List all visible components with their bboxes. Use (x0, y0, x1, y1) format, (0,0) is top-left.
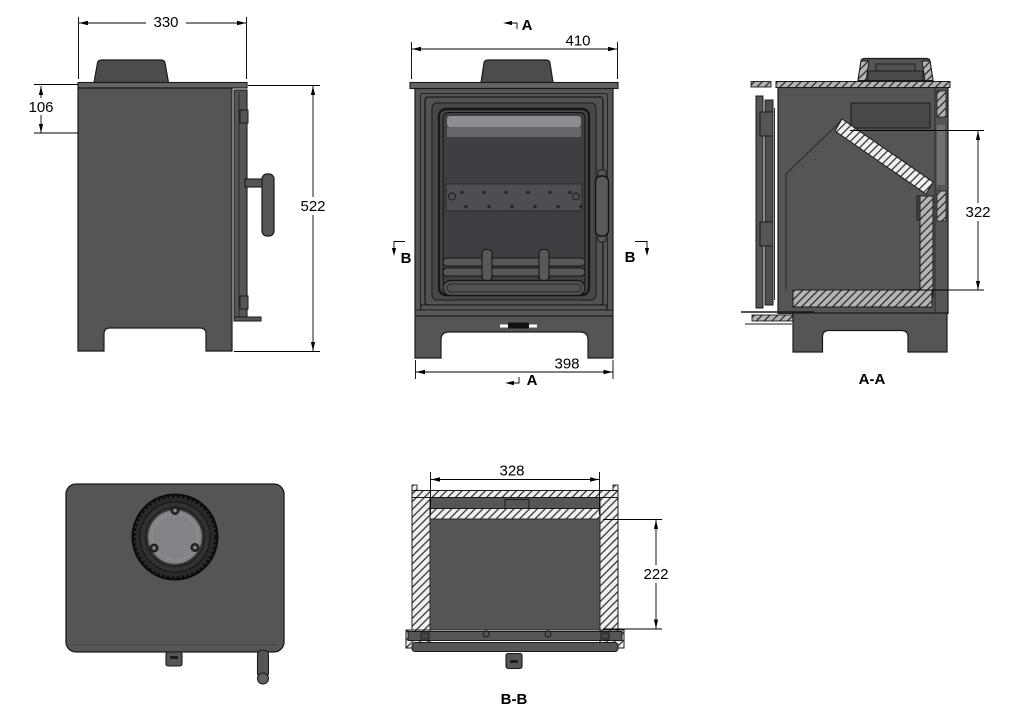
aa-flue-outlet-box (850, 102, 931, 129)
section-marker-a-top: A (503, 17, 533, 34)
top-handle-rod (256, 649, 270, 685)
dimension-side-flue-offset: 106 (23, 84, 78, 134)
aa-rear-gap-highlight (937, 125, 945, 185)
air-holes-row-1 (460, 190, 572, 195)
side-top-plate (77, 81, 248, 89)
bb-center-notch (504, 499, 530, 509)
dimension-side-height: 522 (234, 85, 331, 352)
dim-value-106: 106 (28, 99, 53, 116)
bb-firebox-interior (429, 518, 601, 631)
top-view (65, 483, 285, 685)
section-marker-a-bottom: A (505, 372, 538, 389)
dim-value-222: 222 (643, 566, 668, 583)
section-letter-a-top: A (522, 17, 533, 34)
side-door-edge (233, 89, 248, 321)
aa-flue-wall-left-hatch (857, 60, 870, 81)
front-riddling-strip (445, 183, 583, 212)
section-letter-a-bottom: A (527, 372, 538, 389)
aa-flue-ring-outer (867, 70, 924, 81)
dim-value-522: 522 (300, 198, 325, 215)
front-door-bottom-step (420, 304, 608, 311)
aa-rear-hatch-mid (936, 190, 947, 222)
section-marker-b-left: B (391, 241, 412, 267)
bb-side-wall-left-hatch (411, 497, 431, 648)
dimension-bb-inner-width: 328 (430, 463, 600, 515)
side-body (77, 87, 233, 352)
front-flue-collar (480, 59, 554, 84)
front-base-step (414, 309, 614, 317)
dimension-side-top-width: 330 (78, 11, 247, 79)
top-flue-inner-disc (146, 508, 204, 566)
side-hinge-top (239, 109, 249, 124)
dimension-front-top-width: 410 (411, 33, 618, 79)
side-view: 330 106 522 (23, 11, 331, 352)
top-air-control-tab (165, 651, 183, 667)
section-aa-label: A-A (859, 371, 886, 388)
side-handle-grip (261, 173, 275, 237)
front-top-plate (409, 81, 619, 90)
front-handle-latch (594, 169, 610, 243)
dimension-bb-inner-depth: 222 (603, 519, 674, 630)
section-marker-b-right: B (625, 241, 650, 266)
side-flue-collar (93, 59, 170, 84)
bb-rear-wall-hatch (429, 508, 601, 520)
aa-rear-hatch-top (936, 90, 947, 118)
dim-value-322: 322 (965, 204, 990, 221)
front-log-retainer (442, 248, 586, 282)
dim-value-330: 330 (153, 14, 178, 31)
section-bb-label: B-B (501, 691, 528, 708)
bb-side-wall-right-hatch (599, 497, 619, 648)
dim-value-398: 398 (554, 356, 579, 373)
section-letter-b-left: B (401, 250, 412, 267)
side-ash-lip (233, 316, 262, 322)
aa-plinth-legs (792, 312, 948, 353)
aa-firebox-chamfer (785, 119, 843, 175)
air-holes-row-2 (464, 204, 583, 209)
dim-value-410: 410 (565, 33, 590, 50)
dimension-aa-firebox-height: 322 (850, 130, 996, 291)
aa-baffle-hatch (834, 118, 934, 195)
front-airwash-band (447, 127, 581, 137)
side-hinge-bottom (239, 295, 249, 310)
section-aa-view: 322 A-A (741, 57, 996, 388)
aa-flue-wall-right-hatch (921, 60, 934, 81)
front-view: 410 398 A A B B (391, 17, 650, 389)
front-air-slider (500, 322, 537, 329)
aa-door-section (755, 95, 775, 309)
front-airwash-highlight (447, 116, 581, 127)
dim-value-328: 328 (499, 463, 524, 480)
top-flue-bolt-holes (149, 506, 200, 553)
front-plinth-legs (414, 315, 614, 359)
aa-top-plate-hatch (775, 81, 951, 88)
dimension-front-base-width: 398 (415, 356, 614, 379)
section-bb-view: 328 222 B-B (405, 463, 674, 708)
aa-base-hatch (792, 289, 933, 308)
front-bottom-sill (442, 279, 586, 297)
aa-rear-liner-hatch (919, 195, 934, 298)
bb-door-section (405, 629, 625, 652)
bb-top-plate-hatch (411, 490, 619, 498)
bb-air-control-tab (505, 652, 523, 670)
section-letter-b-right: B (625, 249, 636, 266)
top-flue-collar (131, 493, 219, 581)
aa-door-top-hatch (750, 81, 772, 88)
aa-flue-ring-inner (875, 63, 916, 72)
